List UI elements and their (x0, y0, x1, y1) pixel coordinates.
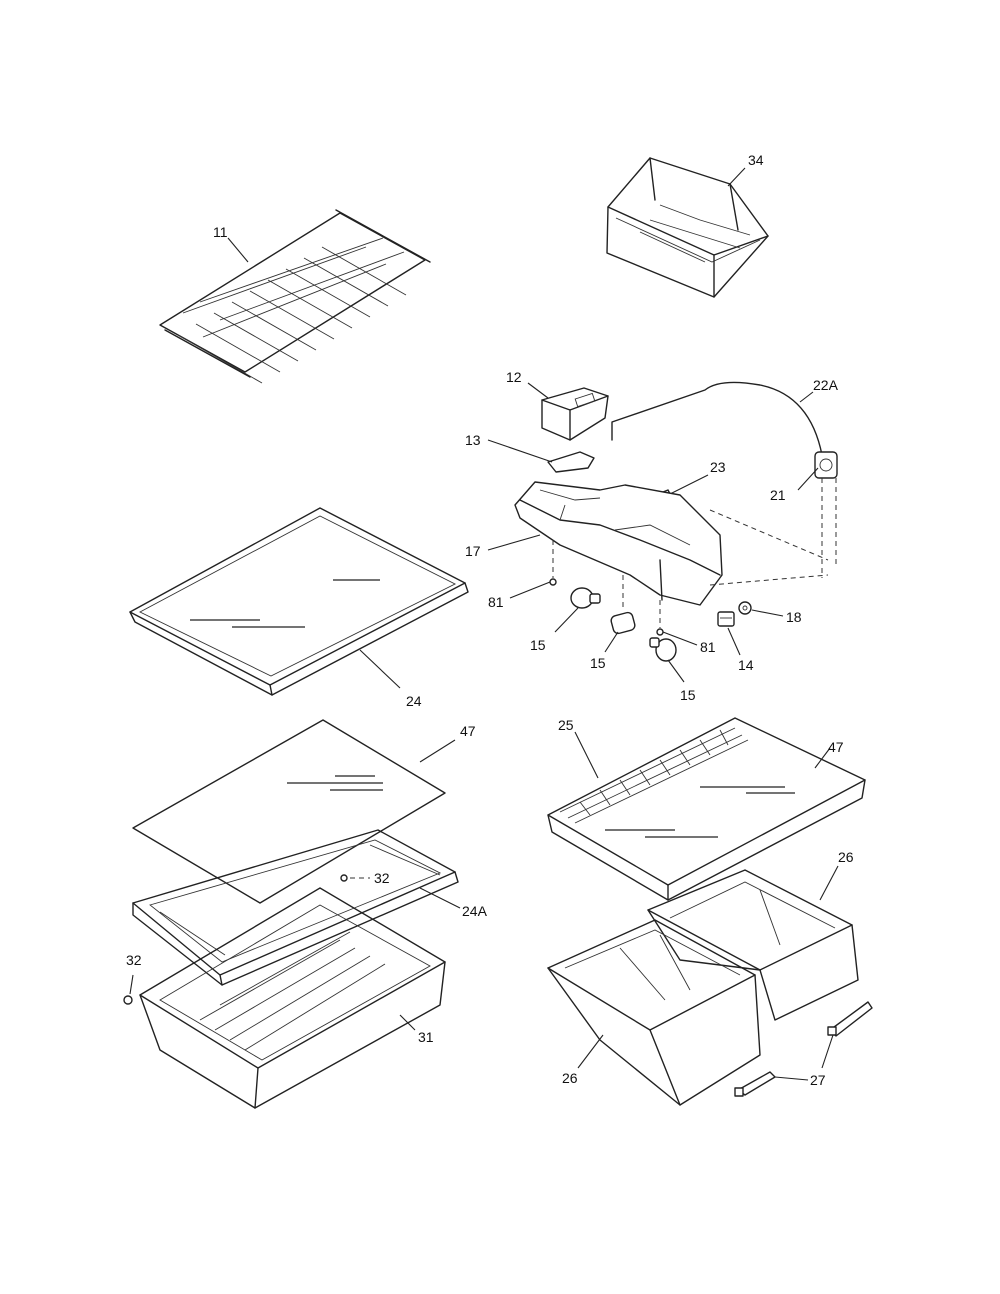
callout-32-left: 32 (126, 952, 142, 968)
callout-32-center: 32 (374, 870, 390, 886)
callout-11: 11 (213, 224, 228, 240)
light-housing-17 (514, 481, 723, 606)
callout-12: 12 (506, 369, 522, 385)
switch-14 (717, 611, 735, 627)
callout-22A: 22A (813, 377, 839, 393)
screw-32-center (340, 874, 348, 882)
drawer-31 (139, 887, 446, 1109)
callout-47-right: 47 (828, 739, 844, 755)
callout-23: 23 (710, 459, 726, 475)
wire-shelf-11 (159, 209, 431, 384)
seal-13 (547, 451, 595, 473)
callout-14: 14 (738, 657, 754, 673)
callout-18: 18 (786, 609, 802, 625)
callout-13: 13 (465, 432, 481, 448)
control-housing-12 (541, 387, 609, 441)
callout-24A: 24A (462, 903, 488, 919)
callout-47-left: 47 (460, 723, 476, 739)
thermostat-21 (814, 451, 838, 479)
callout-17: 17 (465, 543, 481, 559)
callout-24: 24 (406, 693, 422, 709)
glass-shelf-24 (129, 507, 469, 696)
callout-27: 27 (810, 1072, 826, 1088)
crisper-drawer-26-front (547, 919, 761, 1106)
callout-15-a: 15 (530, 637, 546, 653)
door-bin-34 (606, 157, 769, 298)
crisper-cover-glass-47-left (132, 719, 446, 904)
bulb-15-a (570, 587, 601, 609)
bulb-15-c (649, 637, 677, 662)
callout-34: 34 (748, 152, 764, 168)
callout-25: 25 (558, 717, 574, 733)
callout-31: 31 (418, 1029, 434, 1045)
screw-32-left (123, 995, 133, 1005)
damper-18 (738, 601, 752, 615)
callout-15-b: 15 (590, 655, 606, 671)
callout-81-right: 81 (700, 639, 716, 655)
crisper-cover-frame-24A (132, 829, 459, 986)
callout-26-right: 26 (838, 849, 854, 865)
callout-81-left: 81 (488, 594, 504, 610)
crisper-cover-25 (547, 717, 866, 901)
cable-22A (611, 381, 823, 456)
callout-21: 21 (770, 487, 786, 503)
callout-15-c: 15 (680, 687, 696, 703)
crisper-drawer-26-rear (647, 869, 859, 1021)
callout-26-left: 26 (562, 1070, 578, 1086)
drawer-slide-27 (734, 1001, 873, 1097)
socket-15-b (610, 575, 636, 635)
